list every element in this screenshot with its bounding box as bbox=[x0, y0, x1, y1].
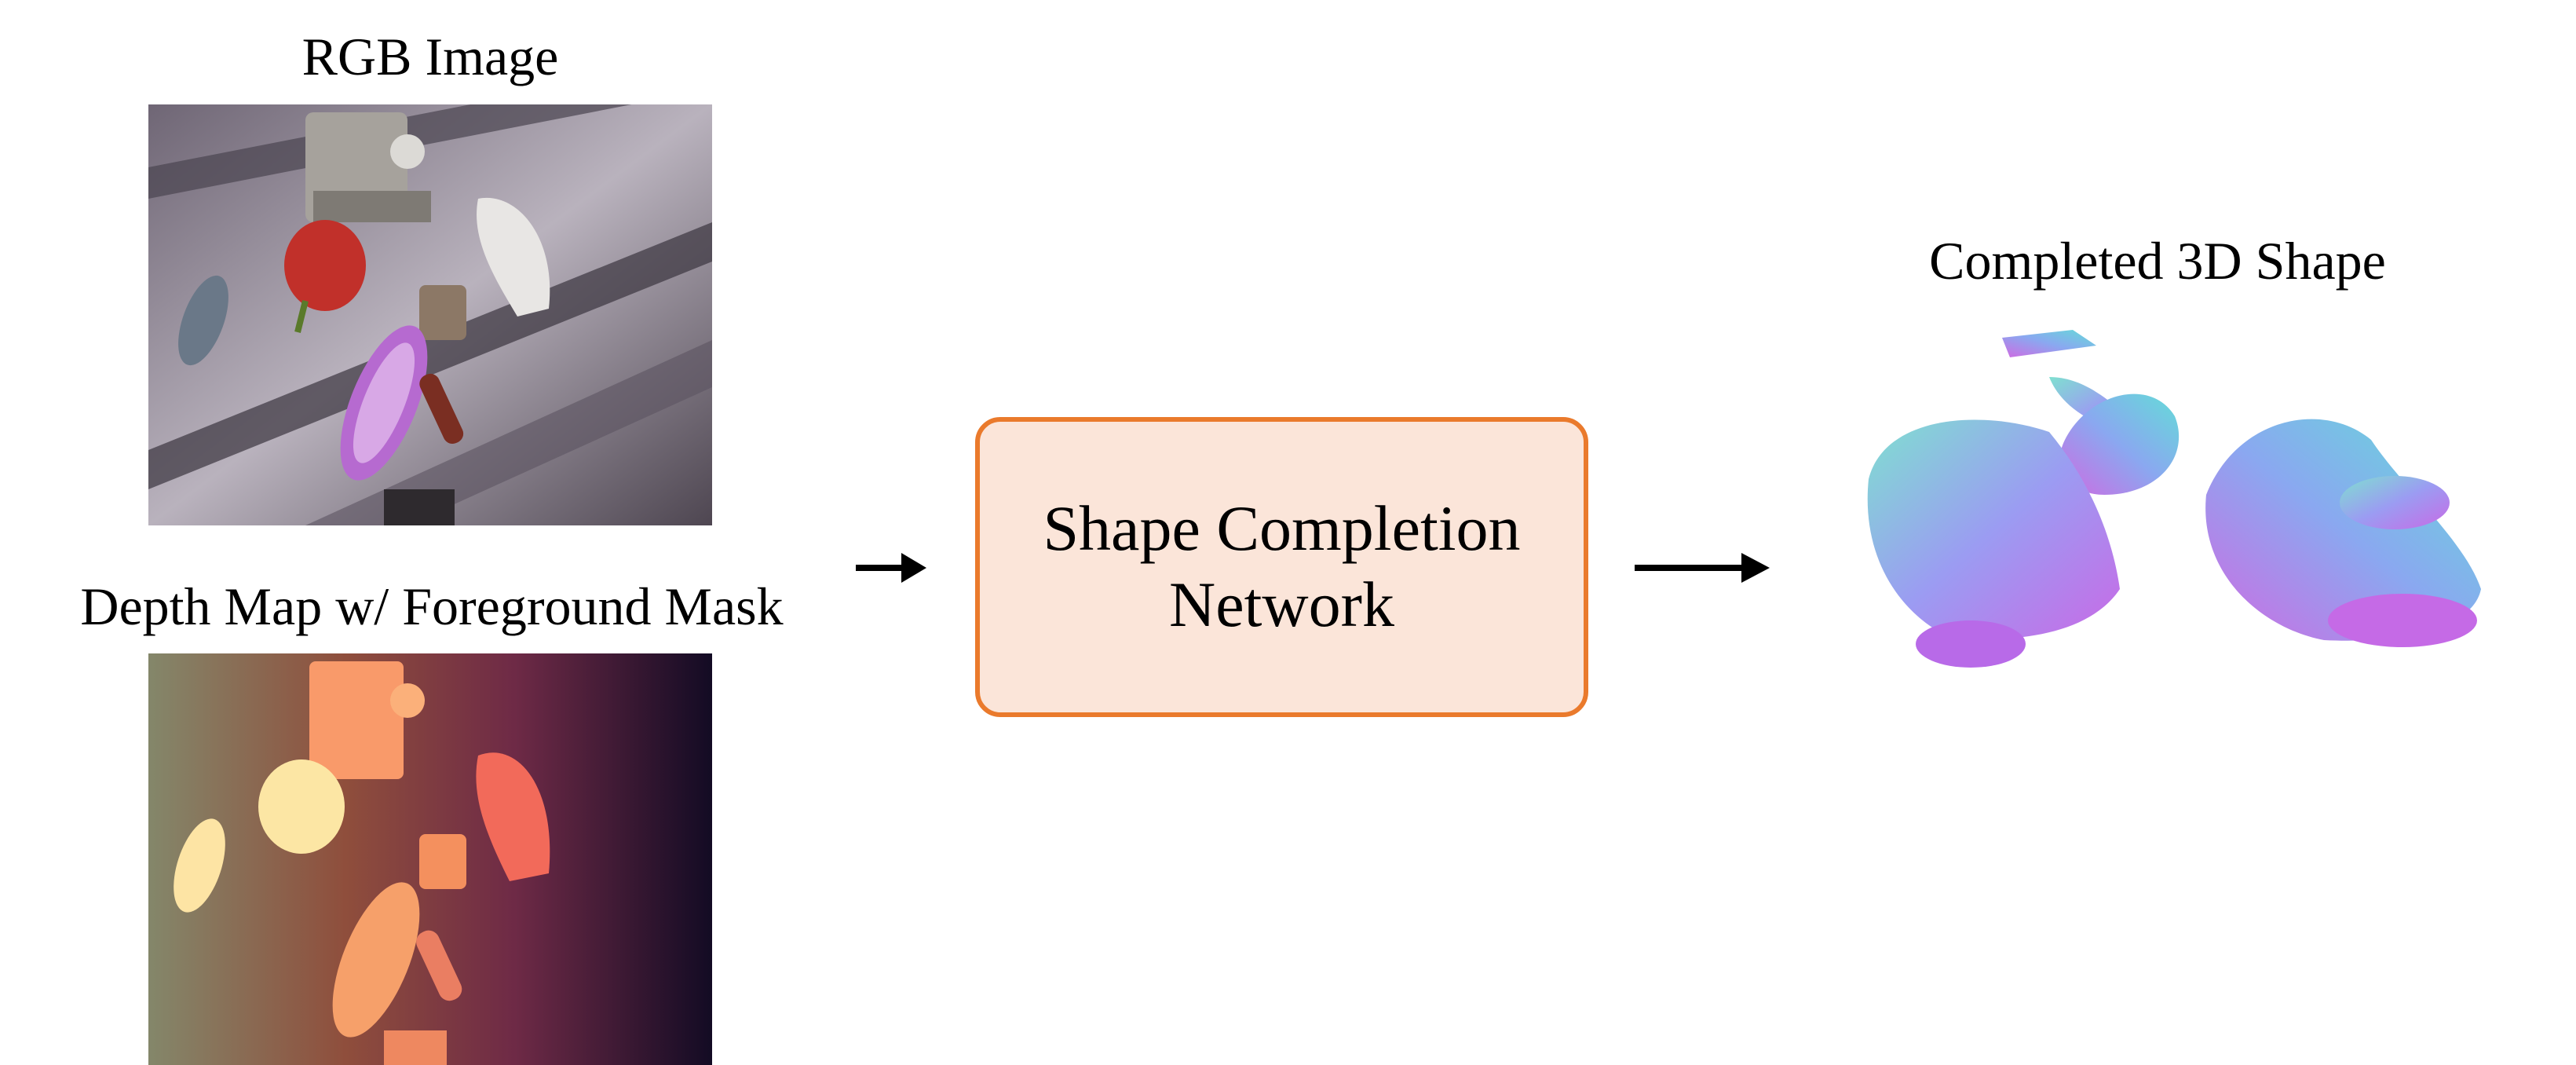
arrow-right-icon bbox=[856, 550, 926, 586]
shape-completion-network-box: Shape Completion Network bbox=[975, 417, 1588, 717]
arrow-right-icon bbox=[1635, 550, 1770, 586]
network-title-line2: Network bbox=[1169, 569, 1394, 640]
rgb-image-label: RGB Image bbox=[301, 27, 559, 86]
depth-map bbox=[148, 653, 712, 1065]
depth-map-label: Depth Map w/ Foreground Mask bbox=[80, 576, 784, 636]
completed-shape-label: Completed 3D Shape bbox=[1929, 231, 2386, 291]
network-title-line1: Shape Completion bbox=[1043, 492, 1521, 565]
rgb-image bbox=[148, 104, 712, 525]
completed-3d-shape bbox=[1853, 322, 2497, 715]
